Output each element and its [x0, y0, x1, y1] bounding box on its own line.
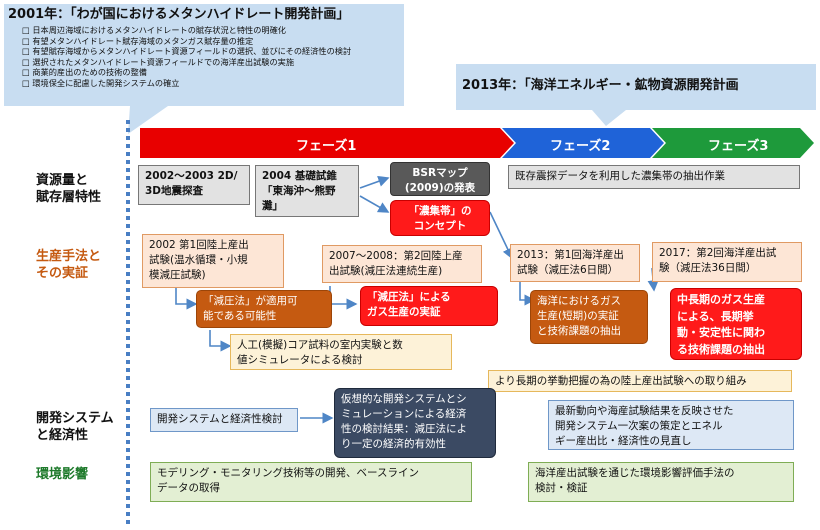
box-concentrated-zone: 「濃集帯」の コンセプト: [390, 200, 490, 236]
box-depressurization-proof: 「減圧法」による ガス生産の実証: [360, 286, 498, 326]
box-long-term-onshore: より長期の挙動把握の為の陸上産出試験への取り組み: [488, 370, 792, 392]
row-label-production: 生産手法と その実証: [36, 249, 102, 281]
callout-2001-item: 日本周辺海域におけるメタンハイドレートの賦存状況と特性の明確化: [22, 25, 402, 36]
box-2004-drilling: 2004 基礎試錐 「東海沖～熊野 灘」: [255, 165, 359, 217]
callout-2001-title: 2001年：「わが国におけるメタンハイドレート開発計画」: [8, 7, 350, 22]
box-2007-onshore: 2007～2008：第2回陸上産 出試験(減圧法連続生産): [322, 245, 482, 283]
box-dev-system-review: 開発システムと経済性検討: [150, 408, 298, 432]
row-label-system: 開発システム と経済性: [36, 411, 114, 443]
box-latest-trends: 最新動向や海産試験結果を反映させた 開発システム一次案の策定とエネル ギー産出比…: [548, 400, 794, 450]
callout-2001-item: 選択されたメタンハイドレート資源フィールドでの海洋産出試験の実施: [22, 57, 402, 68]
box-2017-offshore: 2017：第2回海洋産出試 験（減圧法36日間）: [652, 242, 802, 282]
box-lab-experiment: 人工(模擬)コア試料の室内実験と数 値シミュレータによる検討: [230, 334, 452, 370]
phase3-label: フェーズ3: [708, 139, 769, 154]
callout-2001-list: 日本周辺海域におけるメタンハイドレートの賦存状況と特性の明確化 有望メタンハイド…: [22, 25, 402, 89]
callout-2001-item: 有望メタンハイドレート賦存海域のメタンガス賦存量の推定: [22, 36, 402, 47]
row-label-environment: 環境影響: [36, 467, 89, 482]
phase1-label: フェーズ1: [296, 139, 357, 154]
callout-2001-item: 有望賦存海域からメタンハイドレート資源フィールドの選択、並びにその経済性の検討: [22, 46, 402, 57]
box-2002-onshore: 2002 第1回陸上産出 試験(温水循環・小規 模減圧試験): [142, 234, 284, 288]
box-virtual-system: 仮想的な開発システムとシ ミュレーションによる経済 性の検討結果：減圧法によ り…: [334, 388, 496, 458]
callout-2001-item: 環境保全に配慮した開発システムの確立: [22, 78, 402, 89]
callout-2013-title: 2013年：「海洋エネルギー・鉱物資源開発計画: [462, 78, 739, 93]
phase2-arrow: [502, 128, 664, 158]
box-offshore-short-term: 海洋におけるガス 生産(短期)の実証 と技術課題の抽出: [530, 290, 648, 344]
phase3-arrow: [652, 128, 814, 158]
box-env-assessment: 海洋産出試験を通じた環境影響評価手法の 検討・検証: [528, 462, 794, 502]
box-long-term-issues: 中長期のガス生産 による、長期挙 動・安定性に関わ る技術課題の抽出: [670, 288, 802, 360]
box-2013-offshore: 2013：第1回海洋産出 試験（減圧法6日間）: [510, 244, 640, 282]
callout-2001-item: 商業的産出のための技術の整備: [22, 67, 402, 78]
box-existing-survey: 既存震探データを利用した濃集帯の抽出作業: [508, 165, 800, 189]
box-depressurization-possible: 「減圧法」が適用可 能である可能性: [196, 290, 332, 328]
box-bsr-map: BSRマップ (2009)の発表: [390, 162, 490, 196]
phase1-arrow: [140, 128, 514, 158]
row-label-resource: 資源量と 賦存層特性: [36, 173, 102, 205]
box-2002-seismic: 2002～2003 2D/ 3D地震探査: [138, 165, 250, 205]
box-env-modeling: モデリング・モニタリング技術等の開発、ベースライン データの取得: [150, 462, 472, 502]
callout-2001: 2001年：「わが国におけるメタンハイドレート開発計画」 日本周辺海域におけるメ…: [8, 6, 402, 89]
phase2-label: フェーズ2: [550, 139, 611, 154]
